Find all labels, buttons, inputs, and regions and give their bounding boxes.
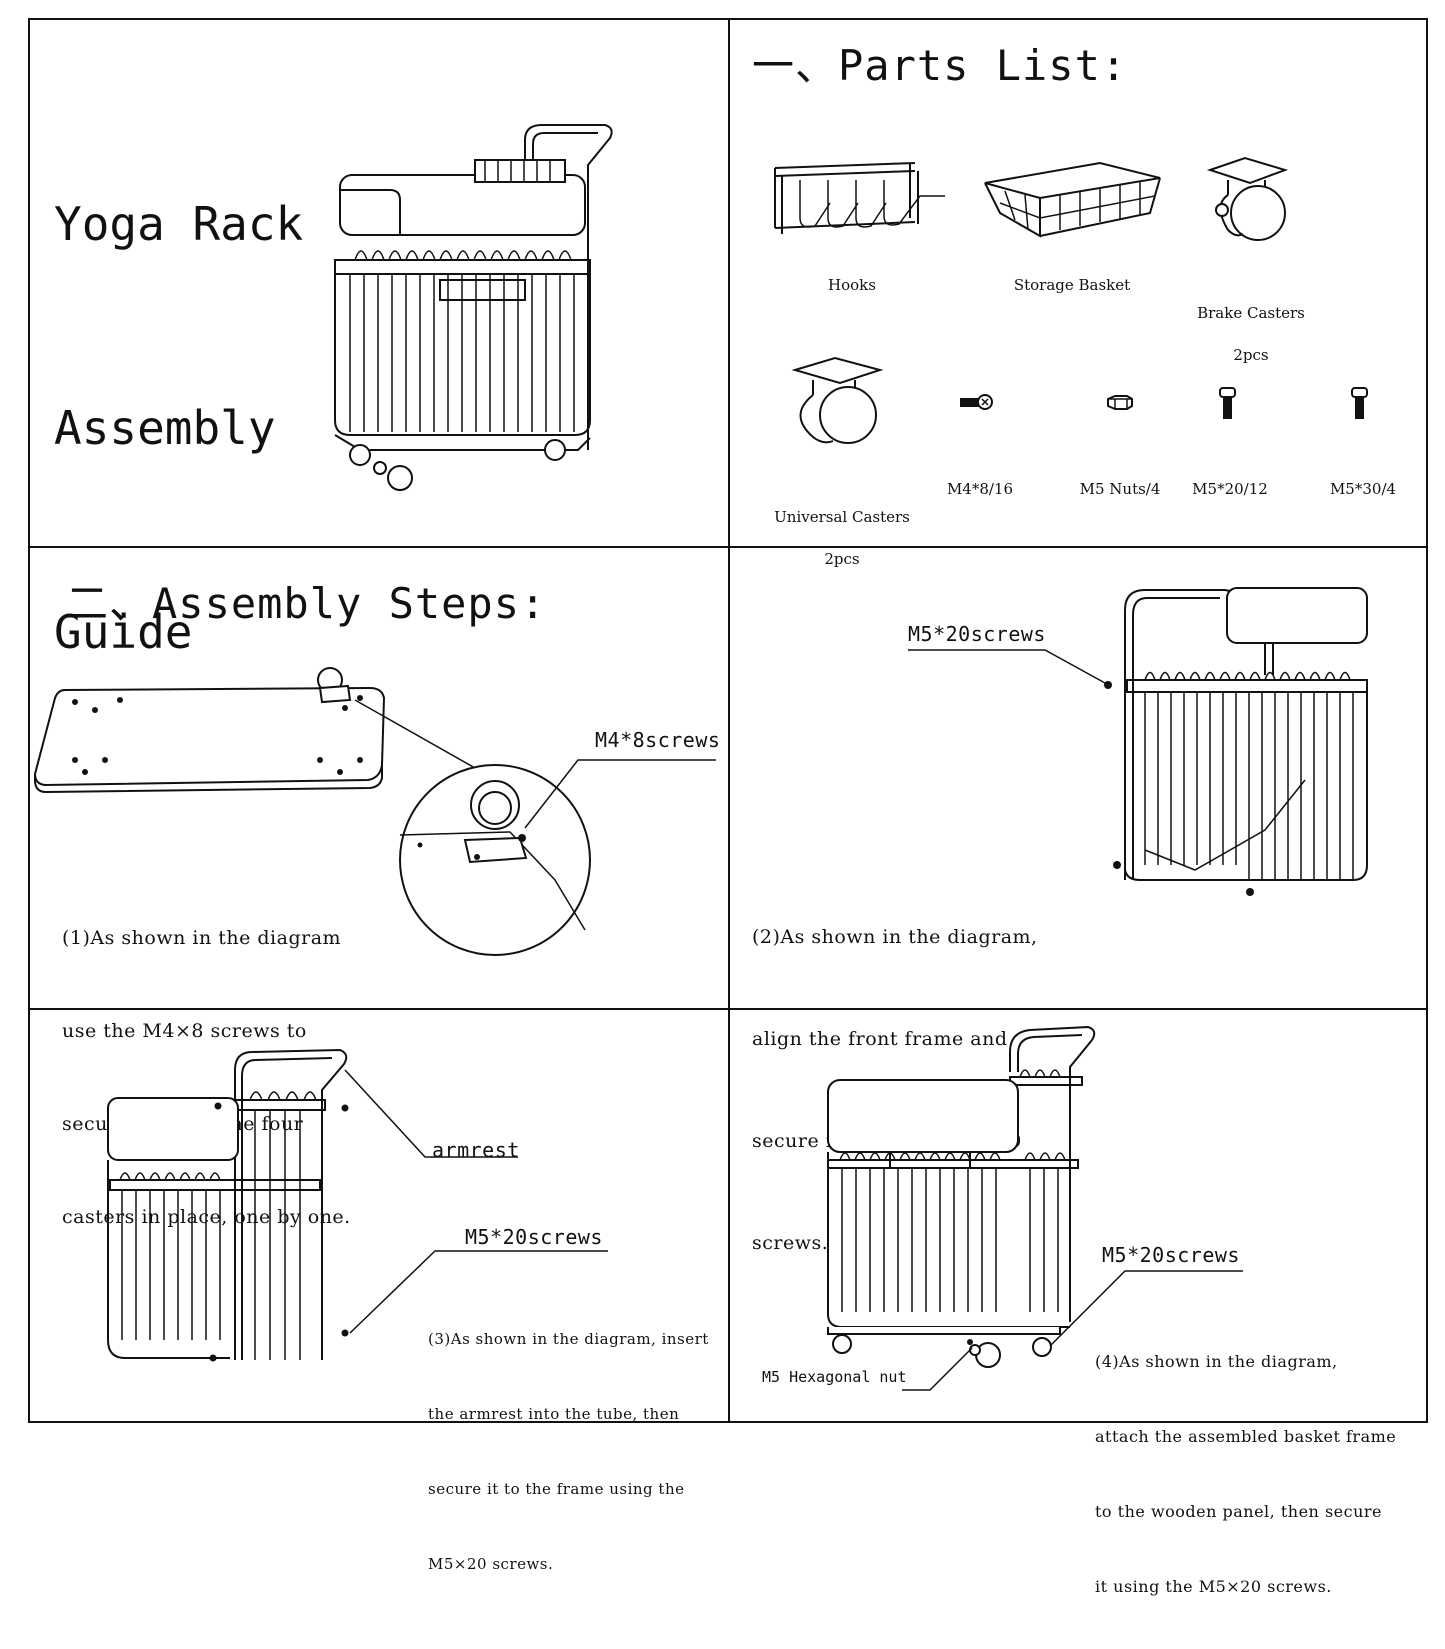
assembly-steps-heading: 二、Assembly Steps:	[66, 579, 547, 628]
part-label: Brake Casters 2pcs	[1186, 278, 1316, 390]
universal-caster-part-icon	[791, 356, 884, 444]
assembly-guide-sheet: Yoga Rack Assembly Guide 一、Parts List:	[28, 18, 1428, 1596]
step4-screws-label: M5*20screws	[1102, 1243, 1240, 1267]
part-label-name: Universal Casters	[774, 508, 910, 526]
part-label-qty: 2pcs	[1233, 346, 1269, 364]
guide-title-line: Yoga Rack	[54, 197, 304, 251]
step4-panel	[728, 1008, 1428, 1423]
step4-nut-leader	[902, 1347, 973, 1391]
part-label-qty: 2pcs	[824, 550, 860, 568]
step1-instruction-line: use the M4×8 screws to	[62, 1020, 307, 1042]
m5-30-screw-part-icon	[1351, 387, 1368, 419]
step4-instruction-line: to the wooden panel, then secure	[1095, 1502, 1382, 1521]
step4-instruction-line: it using the M5×20 screws.	[1095, 1577, 1332, 1596]
step3-instruction-line: (3)As shown in the diagram, insert	[428, 1330, 709, 1348]
step3-instruction-line: M5×20 screws.	[428, 1555, 554, 1573]
step4-screws-leader	[1049, 1270, 1243, 1347]
hooks-part-icon	[774, 162, 945, 234]
m5-20-screw-part-icon	[1219, 387, 1236, 419]
part-label: Universal Casters 2pcs	[767, 482, 917, 594]
part-label: M4*8/16	[946, 480, 1014, 498]
part-label: M5*20/12	[1192, 480, 1268, 498]
step3-instruction-line: secure it to the frame using the	[428, 1480, 685, 1498]
guide-title-line: Guide	[54, 605, 193, 659]
step4-complete-rack-illustration	[827, 1025, 1096, 1368]
step1-instruction-line: (1)As shown in the diagram	[62, 927, 342, 949]
step2-instruction-line: screws.	[752, 1232, 829, 1254]
part-label: M5 Nuts/4	[1079, 480, 1161, 498]
m4-screw-part-icon	[960, 394, 993, 410]
step3-instructions: (3)As shown in the diagram, insert the a…	[428, 1277, 709, 1627]
part-label: Storage Basket	[1013, 276, 1131, 294]
m5-nut-part-icon	[1107, 395, 1133, 410]
step3-screws-label: M5*20screws	[465, 1225, 603, 1249]
step4-instruction-line: (4)As shown in the diagram,	[1095, 1352, 1338, 1371]
storage-basket-part-icon	[984, 161, 1161, 238]
step1-instruction-line: casters in place, one by one.	[62, 1206, 351, 1228]
brake-caster-part-icon	[1206, 156, 1289, 241]
step2-callout-label: M5*20screws	[908, 622, 1046, 646]
step3-armrest-leader	[344, 1069, 518, 1158]
parts-list-heading: 一、Parts List:	[752, 41, 1128, 90]
step1-callout-label: M4*8screws	[595, 728, 721, 752]
step4-instruction-line: attach the assembled basket frame	[1095, 1427, 1397, 1446]
part-label: Hooks	[828, 276, 876, 294]
guide-title: Yoga Rack Assembly Guide	[54, 54, 303, 802]
part-label: M5*30/4	[1329, 480, 1397, 498]
step3-screws-leader	[349, 1250, 608, 1334]
guide-title-line: Assembly	[54, 401, 276, 455]
part-label-name: Brake Casters	[1197, 304, 1305, 322]
yoga-rack-illustration	[334, 124, 613, 491]
step1-wooden-panel-illustration	[33, 667, 716, 956]
step3-armrest-label: armrest	[432, 1138, 520, 1162]
step3-instruction-line: the armrest into the tube, then	[428, 1405, 680, 1423]
step3-armrest-illustration	[107, 1048, 349, 1362]
step2-front-frame-illustration	[1113, 587, 1368, 896]
step4-instructions: (4)As shown in the diagram, attach the a…	[1095, 1299, 1396, 1649]
step2-instruction-line: (2)As shown in the diagram,	[752, 926, 1038, 948]
step2-instruction-line: align the front frame and	[752, 1028, 1008, 1050]
step2-callout-leader	[908, 649, 1112, 689]
step4-nut-label: M5 Hexagonal nut	[762, 1368, 907, 1386]
rack-loops	[354, 250, 572, 261]
